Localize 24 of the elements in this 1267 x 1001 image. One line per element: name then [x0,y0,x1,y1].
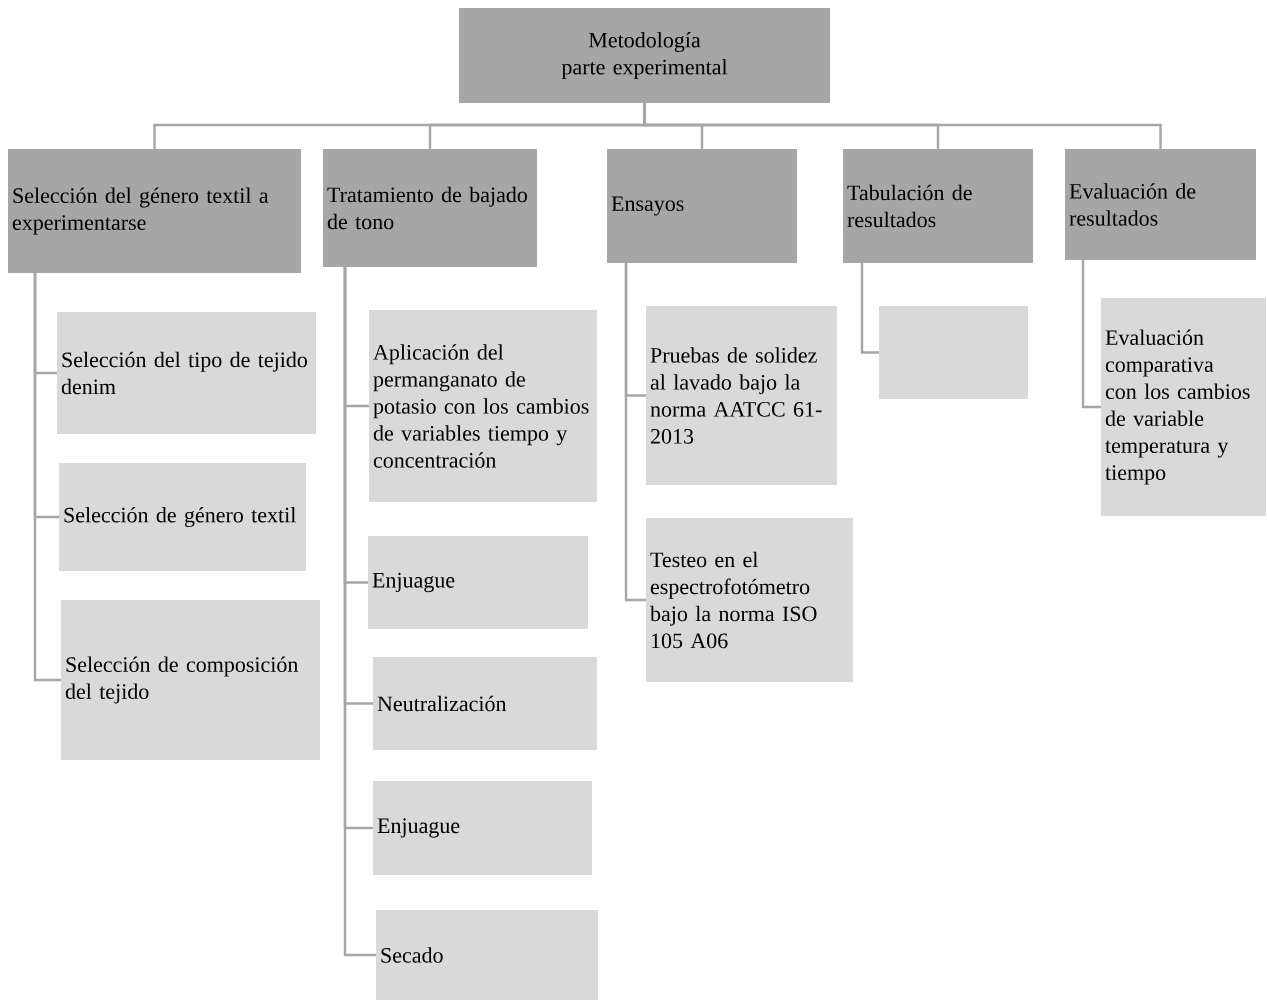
category-box: Tabulación de resultados [843,149,1033,263]
category-box: Tratamiento de bajado de tono [323,149,537,267]
step-box: Selección de género textil [59,463,306,571]
title-box: Metodología parte experimental [459,8,830,103]
connector-line [343,267,376,957]
connector-line [1081,260,1101,409]
empty-box [879,306,1028,399]
step-box: Selección de composición del tejido [61,600,320,760]
step-box: Enjuague [368,536,588,629]
connector-line [33,273,61,682]
connector-line [624,263,646,602]
category-box: Selección del género textil a experimentarse [8,149,301,273]
step-box: Selección del tipo de tejido denim [57,312,316,434]
step-box: Enjuague [373,781,592,875]
step-box: Secado [376,910,598,1000]
step-box: Testeo en el espectrofotómetro bajo la norma ISO 105 A06 [646,518,853,682]
step-box: Evaluación comparativa con los cambios de variable temperatura y tiempo [1101,298,1266,516]
step-box: Aplicación del permanganato de potasio con los cambios de variables tiempo y concentración [369,310,597,502]
connector-line [643,103,1162,149]
category-box: Evaluación de resultados [1065,149,1256,260]
category-box: Ensayos [607,149,797,263]
connector-line [860,263,879,354]
step-box: Neutralización [373,657,597,750]
step-box: Pruebas de solidez al lavado bajo la norma AATCC 61-2013 [646,306,837,485]
